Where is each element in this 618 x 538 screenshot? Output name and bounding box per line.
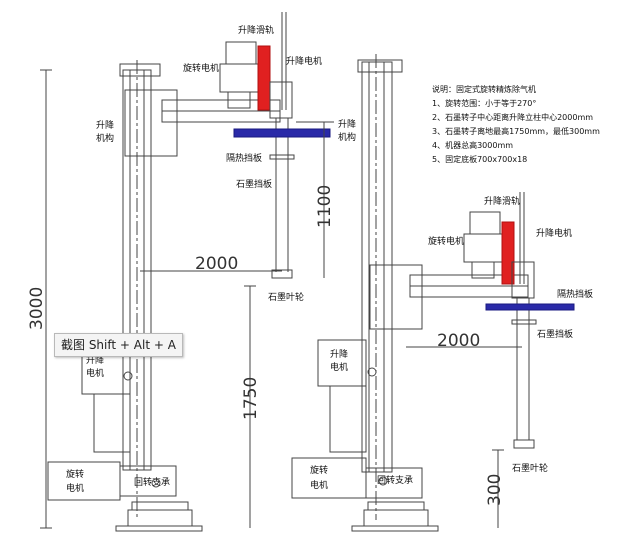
right-machine	[291, 54, 575, 532]
notes-item: 3、石墨转子离地最高1750mm，最低300mm	[432, 126, 600, 136]
label-right-lift-motor: 升降电机	[536, 227, 572, 239]
label-right-heat-shield: 隔热挡板	[557, 288, 593, 300]
label-left-rotate-motor-bottom-1: 旋转	[66, 468, 84, 480]
label-right-rotate-motor: 旋转电机	[428, 235, 464, 247]
dim-left-baffle-height: 1100	[315, 185, 335, 228]
label-left-lift-motor: 升降电机	[286, 55, 322, 67]
left-machine	[40, 12, 334, 532]
label-left-lift-rail: 升降滑轨	[238, 24, 274, 36]
heat-shield-blue	[233, 128, 331, 138]
heat-shield-blue-right	[485, 303, 575, 311]
label-left-rotate-motor: 旋转电机	[183, 62, 219, 74]
dim-left-max-height: 1750	[241, 377, 261, 420]
label-left-graphite-impeller: 石墨叶轮	[268, 291, 304, 303]
notes-item: 4、机器总高3000mm	[432, 140, 513, 150]
lift-motor-red	[257, 45, 271, 111]
lift-motor-red-right	[501, 221, 515, 285]
dim-right-reach: 2000	[437, 331, 480, 351]
label-left-heat-shield: 隔热挡板	[226, 152, 262, 164]
label-right-graphite-baffle: 石墨挡板	[537, 328, 573, 340]
label-right-lift-mech-2: 机构	[338, 131, 356, 143]
label-right-lift-motor-bottom-1: 升降	[330, 348, 348, 360]
notes-item: 5、固定底板700x700x18	[432, 154, 527, 164]
label-left-lift-mech-2: 机构	[96, 132, 114, 144]
label-right-rotate-motor-bottom-1: 旋转	[310, 464, 328, 476]
label-left-graphite-baffle: 石墨挡板	[236, 178, 272, 190]
label-right-slewing-bearing: 回转支承	[377, 474, 413, 486]
label-left-rotate-motor-bottom-2: 电机	[66, 482, 84, 494]
dim-left-total-height: 3000	[27, 287, 47, 330]
label-left-lift-motor-bottom-1: 升降	[86, 354, 104, 366]
label-right-lift-motor-bottom-2: 电机	[330, 361, 348, 373]
label-left-slewing-bearing: 回转支承	[134, 476, 170, 488]
screenshot-shortcut-tooltip: 截图 Shift + Alt + A	[54, 333, 183, 357]
label-right-graphite-impeller: 石墨叶轮	[512, 462, 548, 474]
notes-block: 说明：固定式旋转精炼除气机 1、旋转范围：小于等于270° 2、石墨转子中心距离…	[432, 84, 600, 164]
label-right-lift-mech-1: 升降	[338, 118, 356, 130]
label-right-lift-rail: 升降滑轨	[484, 195, 520, 207]
label-right-rotate-motor-bottom-2: 电机	[310, 479, 328, 491]
dim-right-min-height: 300	[485, 474, 505, 506]
label-left-lift-mech-1: 升降	[96, 119, 114, 131]
notes-item: 1、旋转范围：小于等于270°	[432, 98, 536, 108]
notes-item: 2、石墨转子中心距离升降立柱中心2000mm	[432, 112, 593, 122]
notes-title: 说明：固定式旋转精炼除气机	[432, 84, 536, 94]
label-left-lift-motor-bottom-2: 电机	[86, 367, 104, 379]
dim-left-reach: 2000	[195, 254, 238, 274]
